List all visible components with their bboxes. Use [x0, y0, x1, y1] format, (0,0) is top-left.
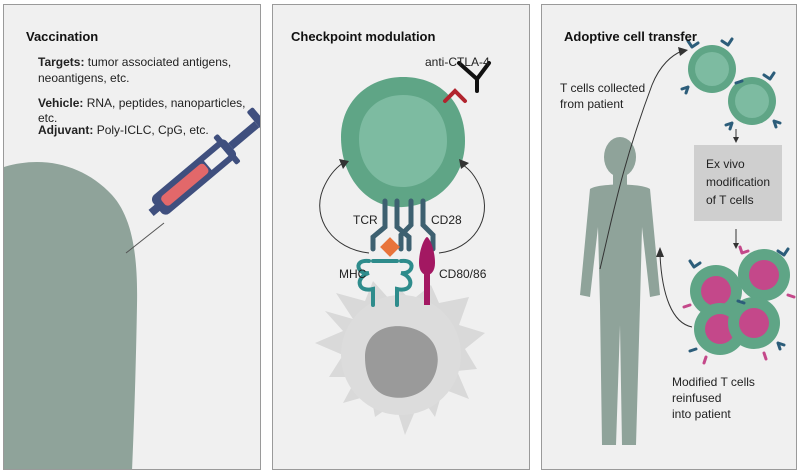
adjuvant-label: Adjuvant: [38, 123, 94, 137]
cd80-86-label: CD80/86 [439, 267, 487, 281]
syringe-icon [148, 107, 260, 217]
vaccination-illustration [4, 107, 260, 469]
adjuvant-text: Poly-ICLC, CpG, etc. [96, 123, 209, 137]
anti-ctla4-antibody-icon [443, 61, 491, 103]
exvivo-line-1: Ex vivo [706, 157, 745, 171]
reinfused-line-3: into patient [672, 407, 731, 421]
ex-vivo-box [694, 145, 782, 221]
cd80-86-ligand [419, 237, 435, 305]
targets-text-1: tumor associated antigens, [87, 55, 232, 69]
collected-t-cells [680, 37, 782, 131]
vehicle-label: Vehicle: [38, 96, 84, 110]
adjuvant-line: Adjuvant: Poly-ICLC, CpG, etc. [38, 123, 209, 138]
reinfused-line-2: reinfused [672, 391, 722, 405]
collection-arrow [599, 50, 683, 270]
checkpoint-title: Checkpoint modulation [291, 29, 436, 44]
vehicle-line: Vehicle: RNA, peptides, nanoparticles, e… [38, 96, 260, 126]
right-cycle-arrow [438, 164, 485, 254]
t-cell [341, 77, 465, 208]
checkpoint-illustration [315, 61, 491, 435]
collected-line-2: from patient [560, 97, 624, 111]
reinfusion-arrow [659, 254, 693, 328]
checkpoint-panel: Checkpoint modulation anti-CTLA-4 TCR CD… [272, 4, 530, 470]
reinfused-line-1: Modified T cells [672, 375, 755, 389]
left-cycle-arrow [319, 162, 370, 254]
exvivo-line-2: modification [706, 175, 771, 189]
mhc-molecule [356, 258, 414, 307]
collected-line-1: T cells collected [560, 81, 646, 95]
vaccination-panel: Vaccination Targets: tumor associated an… [3, 4, 261, 470]
mhc-label: MHC [339, 267, 367, 281]
shoulder-silhouette [4, 162, 138, 469]
needle [125, 222, 165, 254]
apc-cell [315, 281, 485, 435]
cd28-receptor [398, 198, 436, 252]
targets-label: Targets: [38, 55, 85, 69]
modified-t-cells [682, 245, 796, 365]
antigen-diamond [380, 237, 400, 257]
apc-nucleus [365, 326, 438, 398]
adoptive-title: Adoptive cell transfer [564, 29, 697, 44]
vaccination-title: Vaccination [26, 29, 99, 44]
cd28-label: CD28 [431, 213, 462, 227]
adoptive-illustration [580, 37, 796, 445]
vehicle-text: RNA, peptides, nanoparticles, etc. [38, 96, 246, 125]
targets-text-2: neoantigens, etc. [38, 71, 130, 85]
tcr-label: TCR [353, 213, 378, 227]
exvivo-line-3: of T cells [706, 193, 754, 207]
anti-ctla4-label: anti-CTLA-4 [425, 55, 490, 69]
patient-silhouette [580, 137, 660, 445]
targets-line-1: Targets: tumor associated antigens, [38, 55, 231, 70]
adoptive-panel: Adoptive cell transfer T cells collected… [541, 4, 797, 470]
